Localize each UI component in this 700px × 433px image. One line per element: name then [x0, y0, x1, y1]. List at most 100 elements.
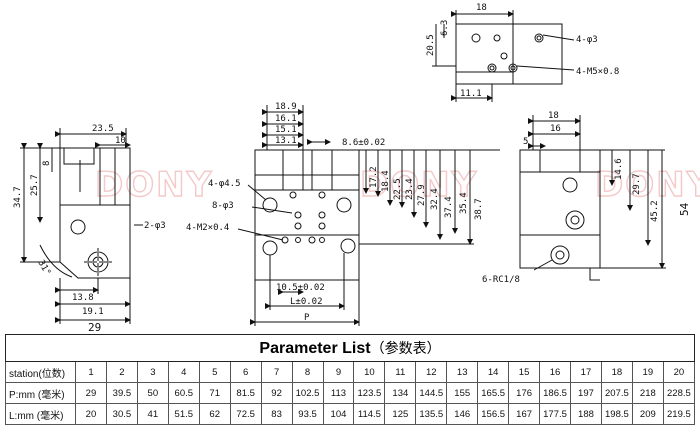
- callout-port: 6-RC1/8: [482, 275, 520, 285]
- row-label: station(位数): [5, 361, 76, 383]
- table-cell: 30.5: [105, 403, 138, 425]
- row-label: L:mm (毫米): [5, 403, 76, 425]
- watermark-left: DONY: [95, 165, 213, 205]
- dim-l-tolerance: L±0.02: [290, 297, 323, 307]
- callout-thread: 4-M2×0.4: [186, 223, 229, 233]
- table-cell: 17: [570, 361, 602, 383]
- dim-bottom-inner: 13.8: [72, 293, 94, 303]
- top-right-view: [432, 10, 575, 102]
- table-title-cn: （参数表）: [370, 341, 441, 357]
- dim-slot-height: 8: [42, 161, 52, 166]
- dim-v-2: 18.4: [381, 170, 391, 192]
- table-cell: 218: [631, 382, 664, 404]
- table-cell: 9: [322, 361, 355, 383]
- dim-bottom-pitch: 10.5±0.02: [276, 283, 325, 293]
- dim-v-7: 37.4: [444, 196, 454, 218]
- table-cell: 72.5: [229, 403, 262, 425]
- table-cell: 198.5: [600, 403, 633, 425]
- dim-top-3: 15.1: [275, 125, 297, 135]
- dim-h2: 29.7: [632, 173, 642, 195]
- dim-p: P: [304, 313, 310, 323]
- table-cell: 113: [322, 382, 355, 404]
- dim-bottom-total: 29: [88, 321, 101, 333]
- technical-drawing: DONY DONY DONY: [13, 3, 700, 333]
- dim-v-3: 22.5: [393, 178, 403, 200]
- dim-top-2: 16.1: [275, 114, 297, 124]
- table-cell: 62: [198, 403, 231, 425]
- dim-v-1: 17.2: [369, 166, 379, 188]
- table-cell: 39.5: [105, 382, 138, 404]
- table-cell: 209: [631, 403, 664, 425]
- front-view: [237, 105, 500, 326]
- dim-v-5: 27.9: [417, 184, 427, 206]
- table-cell: 93.5: [291, 403, 324, 425]
- table-cell: 123.5: [353, 382, 386, 404]
- table-title: Parameter List（参数表）: [5, 334, 695, 362]
- dim-v-6: 32.4: [430, 188, 440, 210]
- dim-v-9: 38.7: [474, 198, 484, 220]
- dim-top: 18: [548, 111, 559, 121]
- table-cell: 156.5: [477, 403, 510, 425]
- dim-h3: 45.2: [650, 200, 660, 222]
- table-cell: 177.5: [539, 403, 571, 425]
- table-cell: 186.5: [539, 382, 571, 404]
- dim-top-1: 18.9: [275, 102, 297, 112]
- table-cell: 146: [446, 403, 479, 425]
- dim-h1: 14.6: [614, 158, 624, 180]
- table-cell: 15: [508, 361, 541, 383]
- table-cell: 18: [600, 361, 633, 383]
- table-cell: 114.5: [353, 403, 386, 425]
- dim-pitch-tolerance: 8.6±0.02: [342, 138, 385, 148]
- table-cell: 135.5: [415, 403, 448, 425]
- table-cell: 13: [446, 361, 479, 383]
- dim-side-height: 20.5: [426, 34, 436, 56]
- table-cell: 2: [105, 361, 138, 383]
- dim-top-4: 13.1: [275, 136, 297, 146]
- table-cell: 207.5: [600, 382, 633, 404]
- table-cell: 6: [229, 361, 262, 383]
- table-cell: 92: [260, 382, 293, 404]
- dim-bottom-mid: 19.1: [82, 307, 104, 317]
- table-cell: 51.5: [167, 403, 200, 425]
- table-cell: 14: [477, 361, 510, 383]
- table-cell: 4: [167, 361, 200, 383]
- dim-total-height: 34.7: [13, 186, 23, 208]
- table-cell: 29: [75, 382, 107, 404]
- table-cell: 16: [539, 361, 571, 383]
- table-cell: 19: [631, 361, 664, 383]
- table-cell: 71: [198, 382, 231, 404]
- callout-threads: 4-M5×0.8: [576, 67, 619, 77]
- dim-top-inner: 10: [115, 136, 126, 146]
- left-side-view: [20, 128, 143, 324]
- table-cell: 50: [136, 382, 169, 404]
- table-cell: 134: [384, 382, 417, 404]
- row-label: P:mm (毫米): [5, 382, 76, 404]
- table-cell: 20: [662, 361, 696, 383]
- table-cell: 81.5: [229, 382, 262, 404]
- table-cell: 228.5: [662, 382, 696, 404]
- dim-small-height: 6.3: [440, 20, 450, 36]
- dim-bottom: 11.1: [460, 89, 482, 99]
- watermark-center: DONY: [360, 165, 478, 205]
- dim-top-width: 18: [476, 3, 487, 13]
- dim-inner: 16: [550, 124, 561, 134]
- table-cell: 219.5: [662, 403, 696, 425]
- table-title-en: Parameter List: [259, 340, 371, 357]
- dim-upper-height: 25.7: [30, 174, 40, 196]
- table-cell: 20: [75, 403, 107, 425]
- dim-total-height: 54: [678, 202, 691, 216]
- table-cell: 155: [446, 382, 479, 404]
- callout-mount: 4-φ4.5: [208, 179, 241, 189]
- table-cell: 60.5: [167, 382, 200, 404]
- table-cell: 165.5: [477, 382, 510, 404]
- table-cell: 10: [353, 361, 386, 383]
- table-cell: 41: [136, 403, 169, 425]
- right-side-view: [519, 115, 666, 281]
- table-cell: 125: [384, 403, 417, 425]
- dim-top-width: 23.5: [92, 124, 114, 134]
- table-cell: 197: [570, 382, 602, 404]
